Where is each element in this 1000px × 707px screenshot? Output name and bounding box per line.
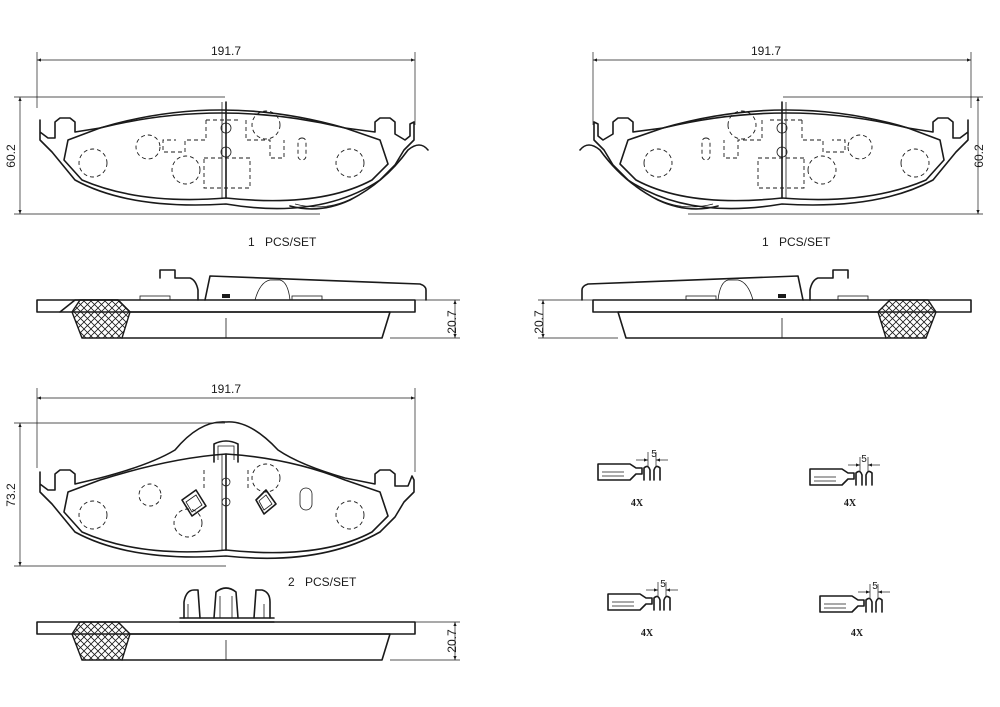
- clip-dimension: 5: [872, 581, 878, 592]
- thickness-dimension: 20.7: [532, 310, 546, 334]
- clip-dimension: 5: [651, 449, 657, 460]
- thickness-dimension: 20.7: [445, 310, 459, 334]
- clip-qty: 4X: [641, 628, 654, 639]
- clip-qty: 4X: [851, 628, 864, 639]
- clip-qty: 4X: [844, 498, 857, 509]
- qty-label: 1: [762, 235, 769, 249]
- pad-top-right-side: [538, 269, 972, 339]
- clip-4: [819, 584, 890, 613]
- clip-2: [809, 457, 880, 486]
- qty-label: 1: [248, 235, 255, 249]
- height-dimension: 73.2: [4, 483, 18, 507]
- clip-1: [597, 452, 668, 481]
- unit-label: PCS/SET: [779, 235, 831, 249]
- pad-bottom-front: [14, 388, 416, 567]
- pad-top-left-side: [36, 269, 460, 339]
- clip-dimension: 5: [861, 454, 867, 465]
- height-dimension: 60.2: [4, 144, 18, 168]
- qty-label: 2: [288, 575, 295, 589]
- height-dimension: 60.2: [972, 144, 986, 168]
- width-dimension: 191.7: [211, 44, 241, 58]
- unit-label: PCS/SET: [265, 235, 317, 249]
- clip-3: [607, 582, 678, 611]
- pad-top-right-front: [579, 52, 983, 215]
- pad-bottom-side: [36, 587, 460, 661]
- thickness-dimension: 20.7: [445, 629, 459, 653]
- width-dimension: 191.7: [211, 382, 241, 396]
- width-dimension: 191.7: [751, 44, 781, 58]
- pad-top-left-front: 191.7 60.2: [4, 44, 429, 215]
- clip-qty: 4X: [631, 498, 644, 509]
- unit-label: PCS/SET: [305, 575, 357, 589]
- clip-dimension: 5: [660, 579, 666, 590]
